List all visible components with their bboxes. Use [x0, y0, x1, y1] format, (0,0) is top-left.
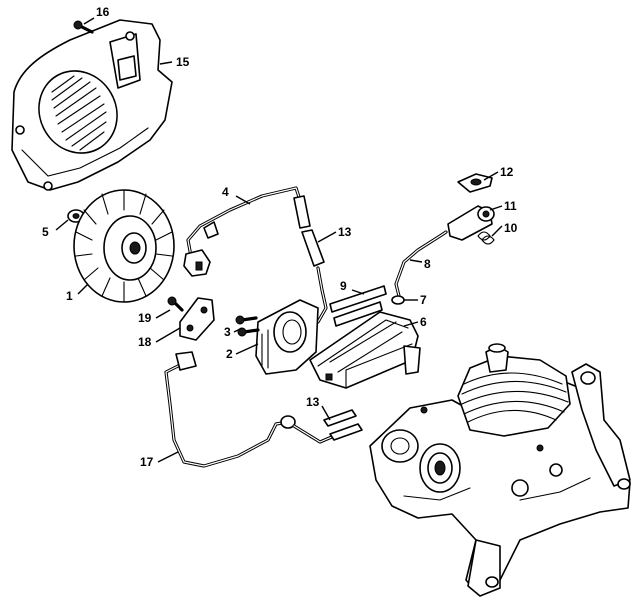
part-2-ignition-module: [255, 299, 319, 375]
part-6-control-module: [309, 311, 421, 389]
callout-labels: 16 15 4 5 13 12 11 10 8 1 9 7 19 3 6 18 …: [42, 5, 518, 469]
callout-label: 11: [504, 199, 517, 213]
callout-label: 3: [224, 325, 231, 339]
callout-label: 5: [42, 225, 49, 239]
leader-lines: [55, 17, 503, 463]
part-3-screw: [235, 315, 260, 337]
callout-label: 10: [504, 221, 518, 235]
part-17-ground-wire: [164, 351, 336, 468]
engine-crankcase: [369, 343, 631, 597]
callout-label: 7: [420, 293, 427, 307]
callout-label: 18: [138, 335, 152, 349]
part-12-terminal: [457, 173, 493, 193]
callout-label: 2: [226, 347, 233, 361]
callout-label: 13: [306, 395, 320, 409]
callout-label: 15: [176, 55, 190, 69]
callout-label: 13: [338, 225, 352, 239]
callout-label: 16: [96, 5, 110, 19]
callout-label: 1: [66, 289, 73, 303]
callout-label: 8: [424, 257, 431, 271]
part-9-strip: [329, 285, 387, 327]
part-19-screw: [167, 296, 184, 312]
part-8-ignition-lead: [394, 230, 448, 302]
part-15-fan-housing: [11, 19, 173, 191]
part-10-spring: [477, 231, 495, 245]
callout-label: 19: [138, 311, 152, 325]
callout-label: 12: [500, 165, 514, 179]
callout-label: 6: [420, 315, 427, 329]
part-13-sleeve-upper: [301, 229, 328, 324]
part-16-screw: [73, 20, 94, 34]
callout-label: 17: [140, 455, 154, 469]
callout-label: 9: [340, 279, 347, 293]
part-1-flywheel: [73, 189, 175, 303]
part-18-bracket: [179, 297, 215, 341]
part-7-grommet: [391, 295, 405, 305]
part-13-sleeves-lower: [323, 409, 363, 441]
callout-label: 4: [222, 185, 229, 199]
part-4-wire: [183, 186, 311, 277]
part-11-spark-plug-boot: [447, 205, 495, 241]
